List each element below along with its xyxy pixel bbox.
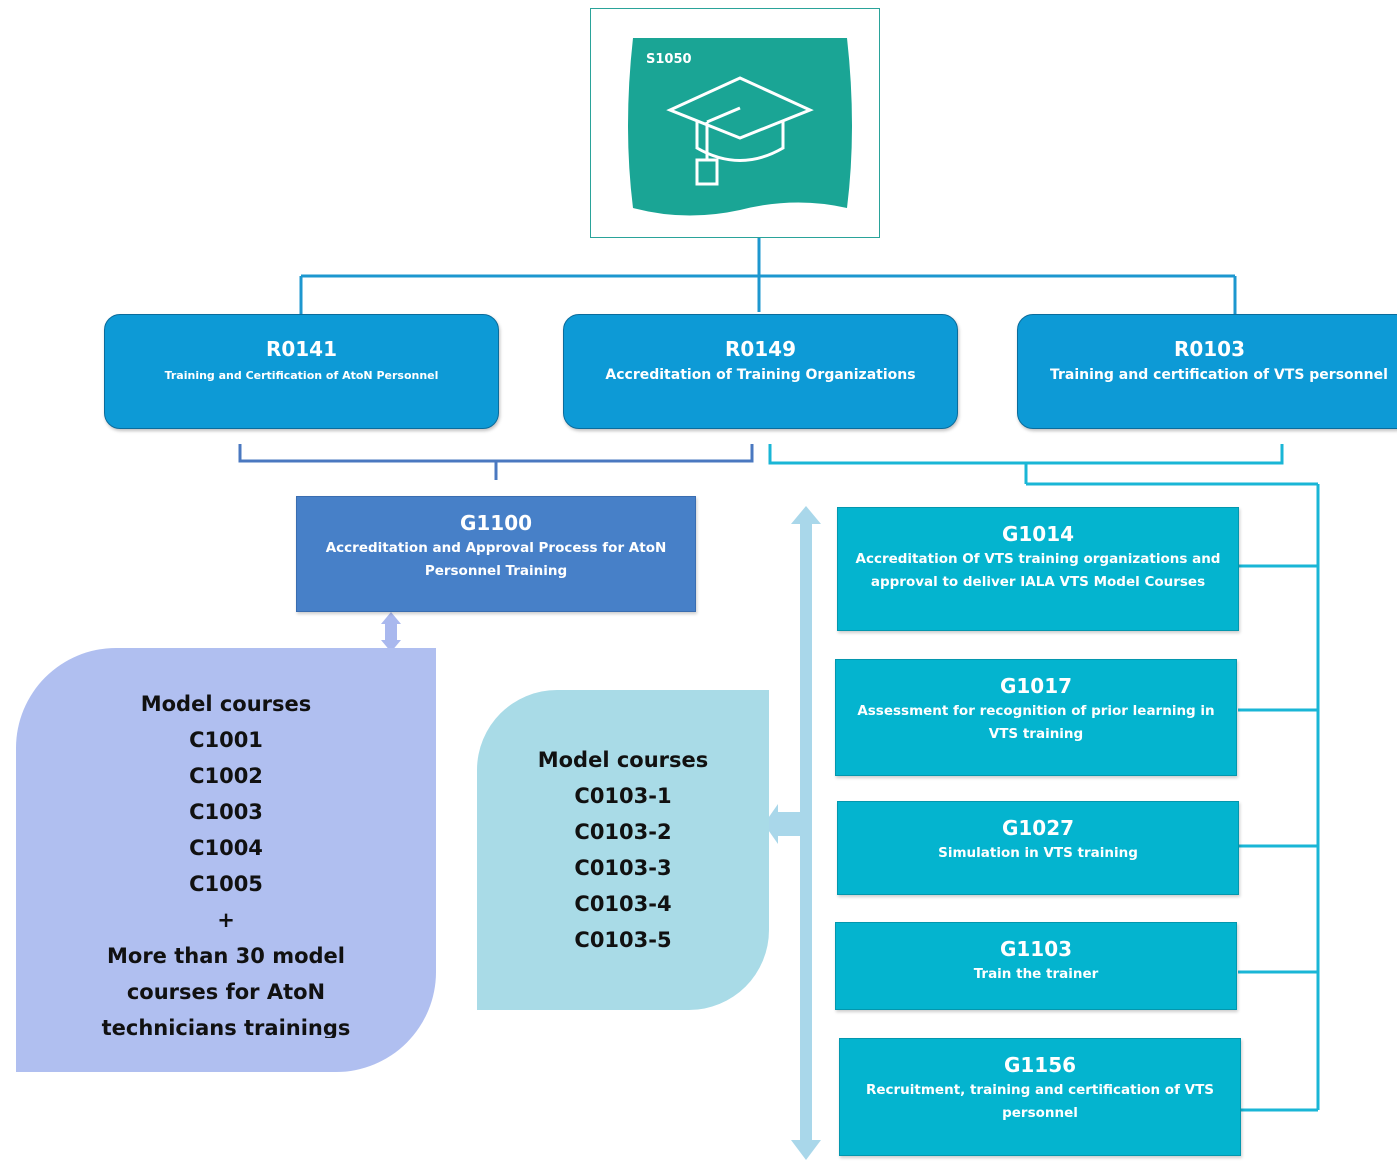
guideline-g1103[interactable]: G1103 Train the trainer bbox=[835, 922, 1237, 1010]
course-item: C0103-2 bbox=[574, 820, 672, 844]
guideline-g1014[interactable]: G1014 Accreditation Of VTS training orga… bbox=[837, 507, 1239, 631]
guideline-title: Accreditation and Approval Process for A… bbox=[325, 540, 667, 579]
recommendation-title: Accreditation of Training Organizations bbox=[605, 367, 916, 383]
guideline-title: Simulation in VTS training bbox=[938, 845, 1138, 861]
vertical-double-arrow bbox=[764, 506, 821, 1160]
recommendation-title: Training and Certification of AtoN Perso… bbox=[164, 369, 439, 382]
guideline-g1100[interactable]: G1100 Accreditation and Approval Process… bbox=[296, 496, 696, 612]
plus-sign: + bbox=[217, 908, 235, 932]
courses-note: More than 30 model courses for AtoN tech… bbox=[101, 944, 351, 1038]
panel-heading: Model courses bbox=[140, 692, 312, 716]
course-item: C0103-1 bbox=[574, 784, 672, 808]
guideline-g1027[interactable]: G1027 Simulation in VTS training bbox=[837, 801, 1239, 895]
graduation-cap-icon bbox=[666, 76, 814, 186]
guideline-title: Train the trainer bbox=[973, 966, 1099, 982]
guideline-bus bbox=[1026, 482, 1320, 1112]
small-double-arrow bbox=[381, 612, 401, 652]
recommendation-code: R0141 bbox=[265, 337, 338, 361]
recommendation-r0141[interactable]: R0141 Training and Certification of AtoN… bbox=[104, 314, 499, 429]
panel-heading: Model courses bbox=[537, 748, 709, 772]
top-tree-connectors bbox=[299, 238, 1237, 314]
vts-model-courses-panel: Model courses C0103-1 C0103-2 C0103-3 C0… bbox=[477, 690, 769, 1010]
guideline-code: G1017 bbox=[999, 674, 1073, 698]
course-item: C0103-5 bbox=[574, 928, 672, 952]
course-item: C1001 bbox=[189, 728, 263, 752]
guideline-code: G1014 bbox=[1001, 522, 1075, 546]
left-bracket bbox=[238, 444, 754, 480]
course-item: C0103-4 bbox=[574, 892, 672, 916]
guideline-code: G1100 bbox=[459, 511, 533, 535]
guideline-g1156[interactable]: G1156 Recruitment, training and certific… bbox=[839, 1038, 1241, 1156]
course-item: C1004 bbox=[189, 836, 263, 860]
course-item: C1003 bbox=[189, 800, 263, 824]
guideline-code: G1103 bbox=[999, 937, 1073, 961]
guideline-title: Assessment for recognition of prior lear… bbox=[857, 703, 1215, 742]
standard-code: S1050 bbox=[646, 52, 692, 67]
recommendation-title: Training and certification of VTS person… bbox=[1050, 367, 1388, 383]
recommendation-r0103[interactable]: R0103 Training and certification of VTS … bbox=[1017, 314, 1397, 429]
aton-model-courses-panel: Model courses C1001 C1002 C1003 C1004 C1… bbox=[16, 648, 436, 1072]
guideline-title: Accreditation Of VTS training organizati… bbox=[855, 551, 1221, 590]
guideline-code: G1156 bbox=[1003, 1053, 1077, 1077]
recommendation-code: R0103 bbox=[1173, 337, 1246, 361]
course-item: C0103-3 bbox=[574, 856, 672, 880]
guideline-g1017[interactable]: G1017 Assessment for recognition of prio… bbox=[835, 659, 1237, 776]
guideline-title: Recruitment, training and certification … bbox=[865, 1082, 1215, 1121]
recommendation-r0149[interactable]: R0149 Accreditation of Training Organiza… bbox=[563, 314, 958, 429]
standard-card bbox=[628, 38, 852, 216]
guideline-code: G1027 bbox=[1001, 816, 1075, 840]
course-item: C1002 bbox=[189, 764, 263, 788]
right-bracket bbox=[768, 444, 1284, 484]
course-item: C1005 bbox=[189, 872, 263, 896]
recommendation-code: R0149 bbox=[724, 337, 797, 361]
